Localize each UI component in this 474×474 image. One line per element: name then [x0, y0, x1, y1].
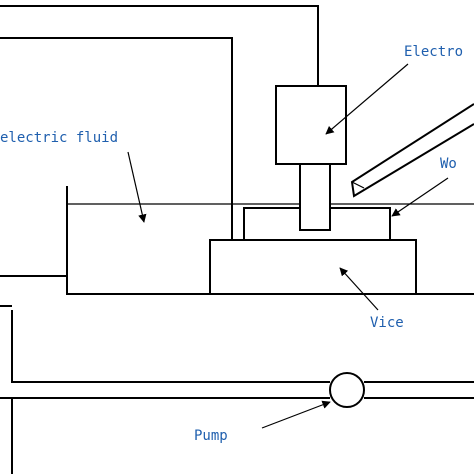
workpiece-leader-arrow [391, 177, 449, 217]
electrode-label: Electro [404, 44, 463, 60]
pump-pipe-left-upper [11, 310, 330, 383]
electrode-holder [275, 85, 347, 165]
pump-label: Pump [194, 428, 228, 444]
tool-pointer [350, 103, 474, 198]
workpiece-label: Wo [440, 156, 457, 172]
machine-frame-inner [0, 37, 233, 240]
electrode-leader-arrow [325, 63, 409, 135]
pump-symbol [329, 372, 365, 408]
pump-pipe-left-lower [0, 397, 13, 474]
tool-pointer-tip [351, 181, 365, 189]
vice-leader-arrow [339, 267, 379, 311]
pump-pipe-right [364, 381, 474, 399]
fluid-leader-arrow [127, 151, 147, 223]
dielectric-fluid-label: electric fluid [0, 130, 118, 146]
electrode-front [299, 163, 331, 231]
machine-frame-outer [0, 5, 319, 86]
vice-block [209, 239, 417, 295]
vice-label: Vice [370, 315, 404, 331]
pump-leader-arrow [261, 400, 331, 429]
